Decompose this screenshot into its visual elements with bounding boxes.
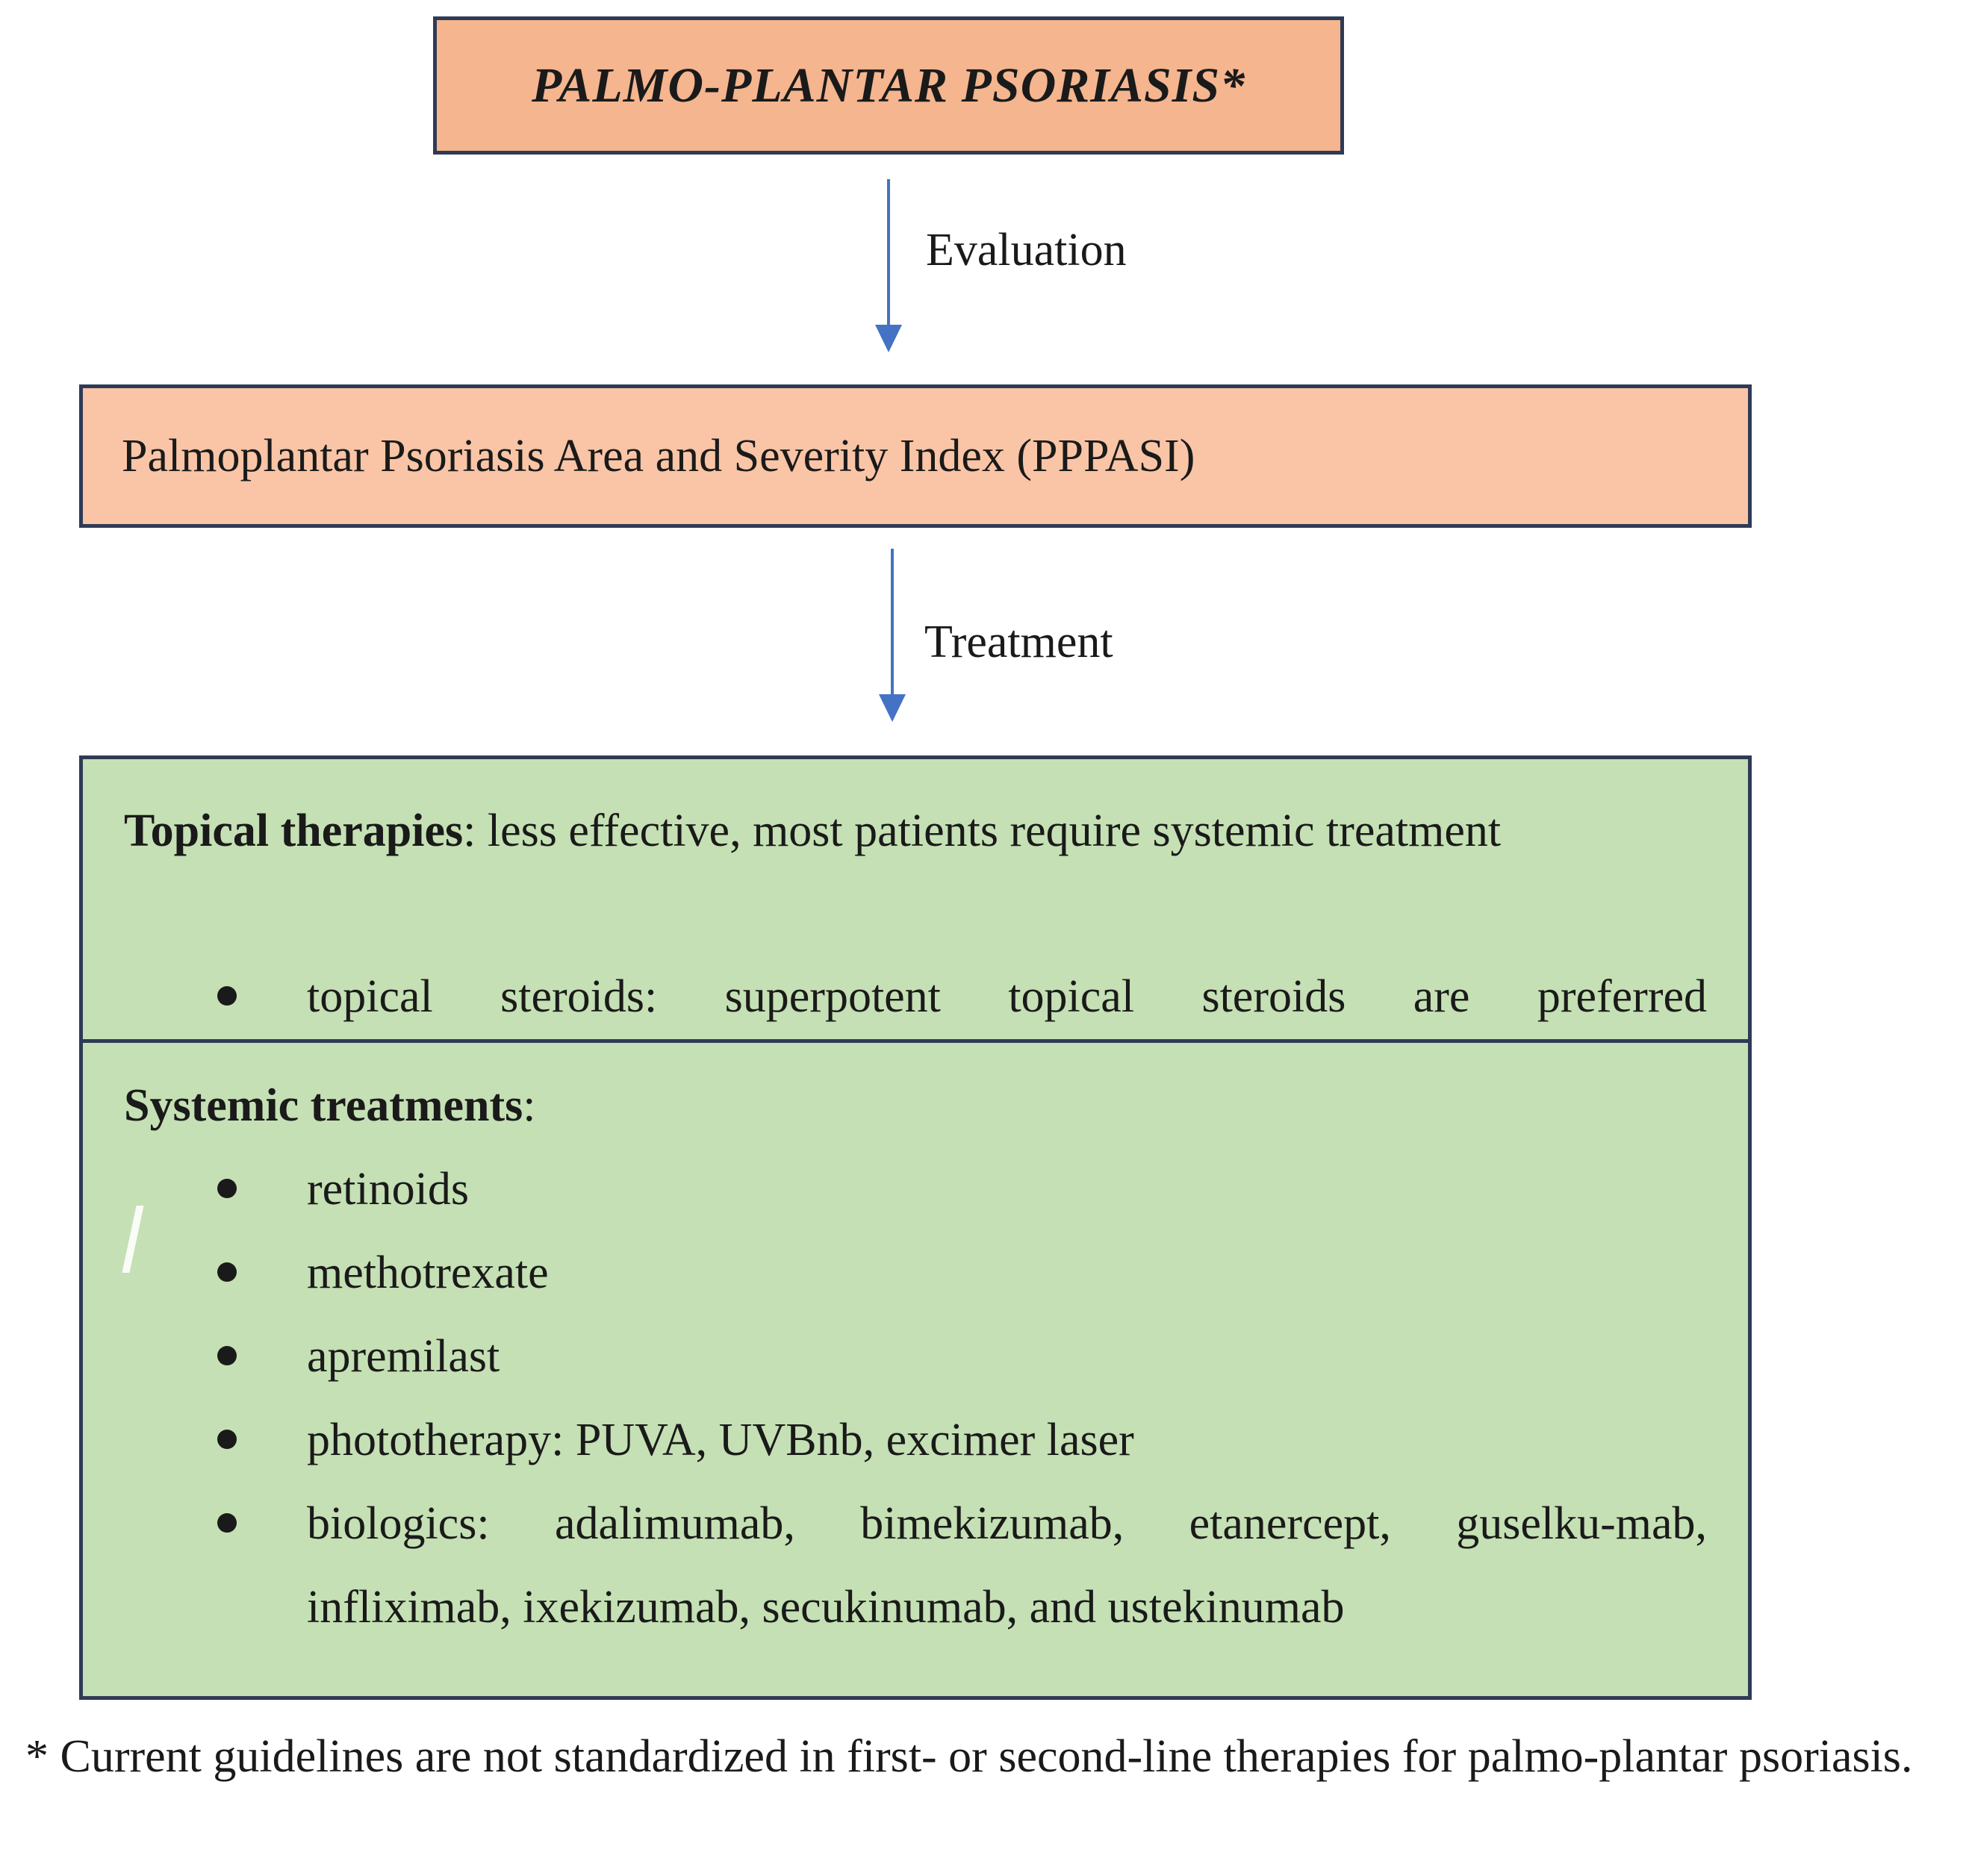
systemic-item-apremilast: apremilast xyxy=(307,1331,500,1382)
section-divider xyxy=(83,1039,1748,1043)
footnote: * Current guidelines are not standardize… xyxy=(25,1731,1913,1782)
systemic-item-methotrexate: methotrexate xyxy=(307,1247,549,1298)
topical-description: : less effective, most patients require … xyxy=(463,805,1502,856)
list-item: topical steroids: superpotent topical st… xyxy=(83,955,1707,1038)
topical-item: topical steroids: superpotent topical st… xyxy=(307,971,1707,1022)
systemic-heading: Systemic treatments xyxy=(124,1080,523,1131)
list-item: biologics: adalimumab, bimekizumab, etan… xyxy=(83,1482,1707,1649)
bullet-icon xyxy=(217,1179,237,1198)
list-item: phototherapy: PUVA, UVBnb, excimer laser xyxy=(83,1398,1707,1482)
treatment-arrow xyxy=(879,549,906,722)
bullet-icon xyxy=(217,1513,237,1533)
systemic-suffix: : xyxy=(523,1080,536,1131)
systemic-item-phototherapy: phototherapy: PUVA, UVBnb, excimer laser xyxy=(307,1415,1134,1465)
systemic-list: retinoids methotrexate apremilast photot… xyxy=(83,1147,1707,1649)
topical-list: topical steroids: superpotent topical st… xyxy=(83,955,1707,1038)
treatment-box: Topical therapies: less effective, most … xyxy=(79,755,1752,1700)
treatment-label: Treatment xyxy=(924,617,1113,667)
list-item: retinoids xyxy=(83,1147,1707,1231)
bullet-icon xyxy=(217,1346,237,1365)
bullet-icon xyxy=(217,1262,237,1282)
evaluation-label: Evaluation xyxy=(926,225,1127,275)
systemic-item-retinoids: retinoids xyxy=(307,1164,469,1215)
evaluation-arrow xyxy=(875,179,902,352)
list-item: apremilast xyxy=(83,1315,1707,1398)
diagram-title: PALMO-PLANTAR PSORIASIS* xyxy=(531,57,1246,113)
pppasi-box: Palmoplantar Psoriasis Area and Severity… xyxy=(79,384,1752,528)
topical-heading: Topical therapies xyxy=(124,805,464,856)
list-item: methotrexate xyxy=(83,1231,1707,1315)
systemic-paragraph: Systemic treatments: xyxy=(124,1064,1707,1147)
pppasi-text: Palmoplantar Psoriasis Area and Severity… xyxy=(122,430,1195,482)
topical-paragraph: Topical therapies: less effective, most … xyxy=(124,789,1707,873)
title-box: PALMO-PLANTAR PSORIASIS* xyxy=(433,16,1344,155)
systemic-item-biologics: biologics: adalimumab, bimekizumab, etan… xyxy=(307,1498,1707,1633)
bullet-icon xyxy=(217,986,237,1006)
bullet-icon xyxy=(217,1430,237,1449)
